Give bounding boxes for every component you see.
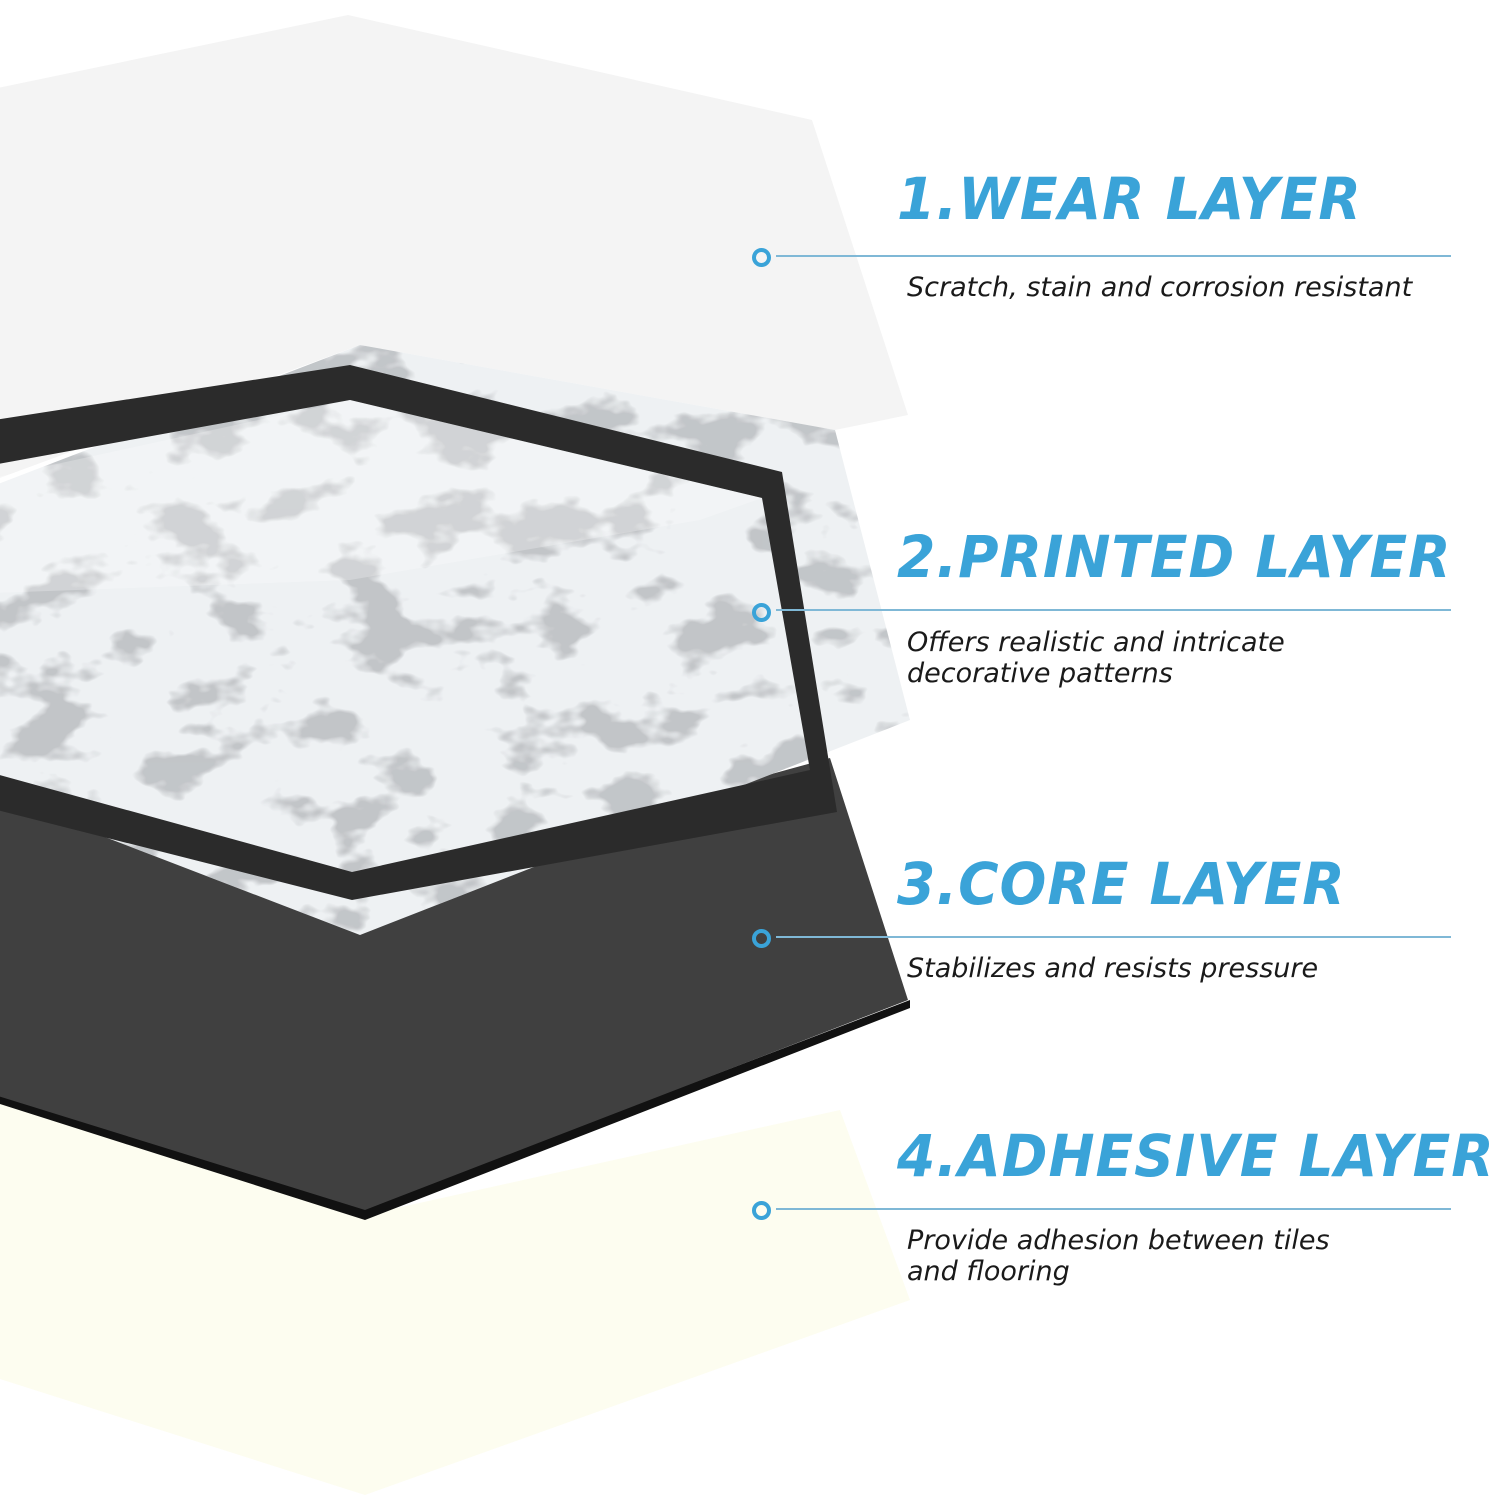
connector-line <box>776 609 1451 611</box>
wear-layer-shape <box>0 15 908 478</box>
circle-marker-icon <box>752 248 771 267</box>
printed-layer-shape <box>0 345 910 935</box>
layer-description: Scratch, stain and corrosion resistant <box>907 272 1413 303</box>
layer-title: 4.ADHESIVE LAYER <box>897 1122 1495 1190</box>
circle-marker-icon <box>752 1201 771 1220</box>
layer-description: Stabilizes and resists pressure <box>907 953 1319 984</box>
layer-description: Offers realistic and intricate decorativ… <box>907 627 1285 689</box>
circle-marker-icon <box>752 603 771 622</box>
layer-title: 3.CORE LAYER <box>897 850 1346 918</box>
connector-line <box>776 255 1451 257</box>
layer-description: Provide adhesion between tiles and floor… <box>907 1225 1330 1287</box>
circle-marker-icon <box>752 929 771 948</box>
layer-title: 2.PRINTED LAYER <box>897 523 1452 591</box>
layer-title: 1.WEAR LAYER <box>897 165 1362 233</box>
connector-line <box>776 936 1451 938</box>
adhesive-layer-shape <box>0 1103 910 1495</box>
connector-line <box>776 1208 1451 1210</box>
